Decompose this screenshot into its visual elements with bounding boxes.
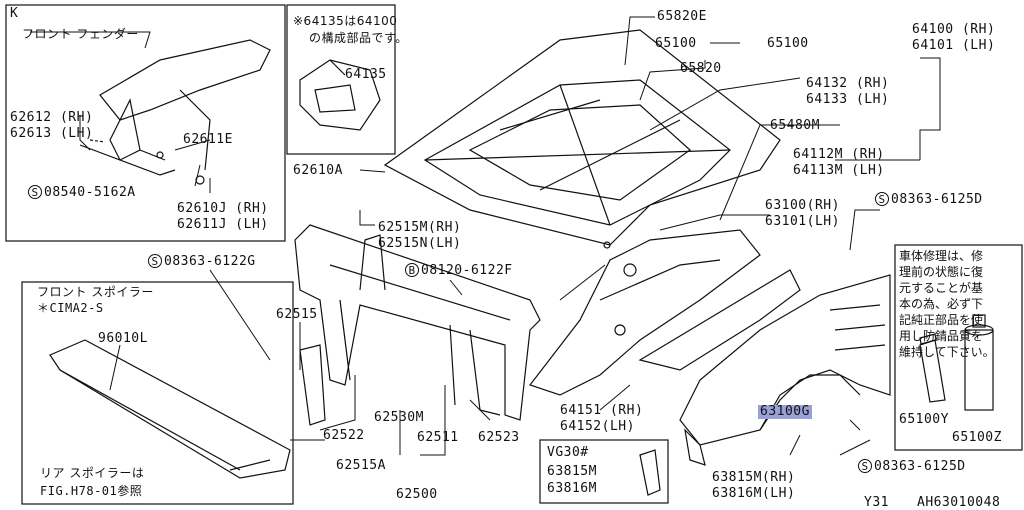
part-96010l-label: 96010L bbox=[98, 331, 148, 346]
part-62530m-label: 62530M bbox=[374, 410, 424, 425]
part-62515-label: 62515 bbox=[276, 307, 318, 322]
part-64152-label: 64152(LH) bbox=[560, 419, 635, 434]
screw-symbol-icon: S bbox=[28, 185, 42, 199]
part-65820-label: 65820 bbox=[680, 61, 722, 76]
part-62523-label: 62523 bbox=[478, 430, 520, 445]
part-62515n-label: 62515N(LH) bbox=[378, 236, 462, 251]
part-64132-label: 64132 (RH) bbox=[806, 76, 890, 91]
hood-drawing bbox=[383, 29, 781, 249]
part-62610j-label: 62610J (RH) bbox=[177, 201, 269, 216]
repair-note: 車体修理は、修 理前の状態に復 元することが基 本の為、必ず下 記純正部品を使 … bbox=[899, 249, 995, 359]
model-code-label: Y31 bbox=[864, 495, 889, 510]
part-63100g-label-highlighted[interactable]: 63100G bbox=[758, 404, 812, 419]
inset-spoiler-frame bbox=[21, 281, 294, 505]
part-63815m-box-label: 63815M bbox=[547, 464, 597, 479]
part-63815m-label: 63815M(RH) bbox=[712, 470, 796, 485]
part-62612-label: 62612 (RH) bbox=[10, 110, 94, 125]
note-64135-line2: の構成部品です。 bbox=[309, 31, 408, 45]
part-65100y-label: 65100Y bbox=[899, 412, 949, 427]
part-62611e-label: 62611E bbox=[183, 132, 233, 147]
part-62500-label: 62500 bbox=[396, 487, 438, 502]
part-65820e-label: 65820E bbox=[657, 9, 707, 24]
part-63816m-box-label: 63816M bbox=[547, 481, 597, 496]
part-62611j-label: 62611J (LH) bbox=[177, 217, 269, 232]
inset-note-frame bbox=[286, 4, 396, 155]
part-64113m-label: 64113M (LH) bbox=[793, 163, 885, 178]
fender-drawing bbox=[679, 274, 891, 466]
part-62511-label: 62511 bbox=[417, 430, 459, 445]
note-64135-line1: ※64135は64100 bbox=[293, 14, 398, 28]
front-apron-drawing bbox=[529, 229, 801, 396]
front-fender-label: フロント フェンダー bbox=[22, 27, 139, 41]
part-64151-label: 64151 (RH) bbox=[560, 403, 644, 418]
fig-reference-label: FIG.H78-01参照 bbox=[40, 484, 143, 498]
part-64112m-label: 64112M (RH) bbox=[793, 147, 885, 162]
part-63101-label: 63101(LH) bbox=[765, 214, 840, 229]
part-63100-label: 63100(RH) bbox=[765, 198, 840, 213]
repair-note-frame bbox=[894, 244, 1023, 451]
part-64135-label: 64135 bbox=[345, 67, 387, 82]
front-spoiler-drawing bbox=[49, 339, 291, 479]
screw-symbol-icon: S bbox=[858, 459, 872, 473]
part-65100-label-b: 65100 bbox=[767, 36, 809, 51]
part-65100-label-a: 65100 bbox=[655, 36, 697, 51]
cima-label: ＊CIMA2-S bbox=[37, 301, 104, 315]
screw-symbol-icon: S bbox=[875, 192, 889, 206]
touchup-products-drawing bbox=[919, 314, 994, 411]
part-65100z-label: 65100Z bbox=[952, 430, 1002, 445]
bolt-symbol-icon: B bbox=[405, 263, 419, 277]
part-62522-label: 62522 bbox=[323, 428, 365, 443]
inset-k-frame bbox=[5, 4, 286, 242]
part-62610a-label: 62610A bbox=[293, 163, 343, 178]
rear-spoiler-label: リア スポイラーは bbox=[40, 466, 145, 480]
radiator-support-drawing bbox=[294, 224, 541, 426]
part-64100-label: 64100 (RH) bbox=[912, 22, 996, 37]
part-64133-label: 64133 (LH) bbox=[806, 92, 890, 107]
front-spoiler-label: フロント スポイラー bbox=[37, 285, 154, 299]
diagram-code-label: AH63010048 bbox=[917, 495, 1001, 510]
part-62515a-label: 62515A bbox=[336, 458, 386, 473]
part-64101-label: 64101 (LH) bbox=[912, 38, 996, 53]
part-63816m-label: 63816M(LH) bbox=[712, 486, 796, 501]
part-64135-drawing bbox=[299, 59, 381, 131]
inset-k-label: K bbox=[10, 6, 19, 21]
part-62613-label: 62613 (LH) bbox=[10, 126, 94, 141]
leader-lines bbox=[30, 16, 941, 456]
part-62515m-label: 62515M(RH) bbox=[378, 220, 462, 235]
vg30-box-frame bbox=[539, 439, 669, 504]
part-65480m-label: 65480M bbox=[770, 118, 820, 133]
screw-symbol-icon: S bbox=[148, 254, 162, 268]
front-fender-drawing bbox=[79, 39, 271, 185]
vg30-label: VG30# bbox=[547, 445, 589, 460]
